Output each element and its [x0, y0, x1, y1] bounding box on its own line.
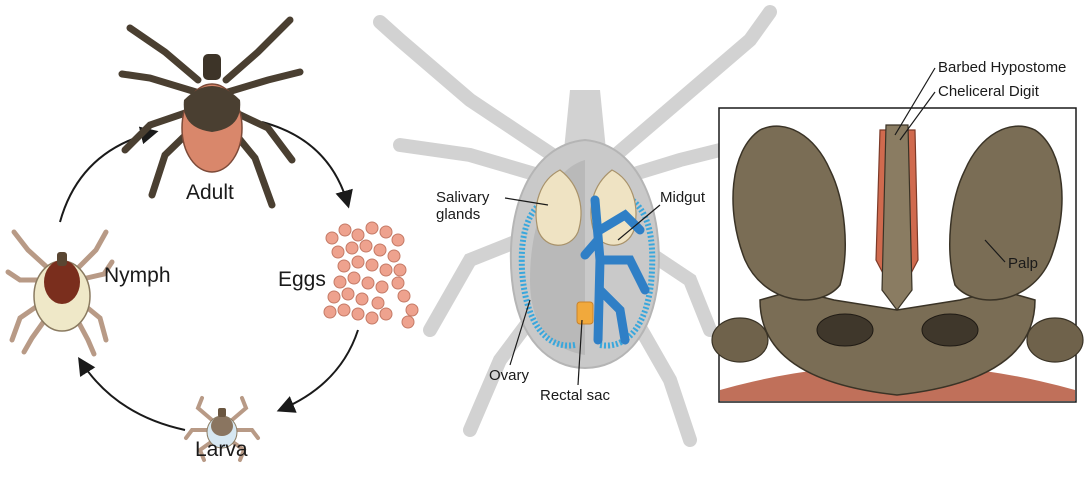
label-barbed-hypostome: Barbed Hypostome: [938, 59, 1067, 76]
inset-leg-right: [1026, 317, 1084, 363]
label-larva: Larva: [195, 438, 248, 461]
palp-right: [949, 125, 1063, 301]
leader-palp: [984, 239, 1006, 263]
arrow-adult-to-eggs: [261, 121, 353, 209]
leader-salivary: [504, 197, 549, 206]
porose-area-right: [921, 313, 979, 347]
label-adult: Adult: [186, 181, 234, 204]
leader-midgut: [617, 204, 661, 241]
leader-barbed-hypostome: [894, 67, 936, 136]
label-midgut: Midgut: [660, 189, 706, 206]
life-cycle: [5, 16, 419, 462]
eggs-cluster-icon: [323, 221, 419, 329]
salivary-gland-left: [535, 169, 582, 246]
leader-ovary: [509, 299, 531, 366]
arrow-nymph-to-adult: [59, 126, 159, 223]
porose-area-left: [816, 313, 874, 347]
mouthparts-inset: [711, 67, 1084, 403]
label-cheliceral-digit: Cheliceral Digit: [938, 83, 1039, 100]
larva-tick-icon: [184, 396, 260, 462]
label-eggs: Eggs: [278, 268, 326, 291]
nymph-tick-icon: [5, 229, 115, 357]
label-rectal-sac: Rectal sac: [540, 387, 611, 404]
translucent-tick-capitulum: [564, 90, 606, 150]
arrow-larva-to-nymph: [78, 356, 186, 431]
label-ovary: Ovary: [489, 367, 530, 384]
ovary-duct-right: [599, 197, 656, 349]
label-salivary-glands: Salivary glands: [436, 189, 490, 223]
tick-anatomy: [373, 5, 777, 447]
label-nymph: Nymph: [104, 264, 171, 287]
label-palp: Palp: [1008, 255, 1039, 272]
leader-cheliceral-digit: [899, 91, 936, 141]
adult-tick-icon: [118, 16, 304, 209]
palp-left: [732, 125, 846, 301]
rectal-sac: [576, 301, 594, 325]
chelicerae: [881, 124, 913, 311]
midgut: [580, 195, 650, 345]
arrow-eggs-to-larva: [276, 329, 359, 413]
inset-basis-capituli: [759, 289, 1036, 396]
inset-leg-left: [711, 317, 769, 363]
leader-rectal-sac: [577, 319, 583, 386]
ovary-duct: [518, 197, 576, 349]
